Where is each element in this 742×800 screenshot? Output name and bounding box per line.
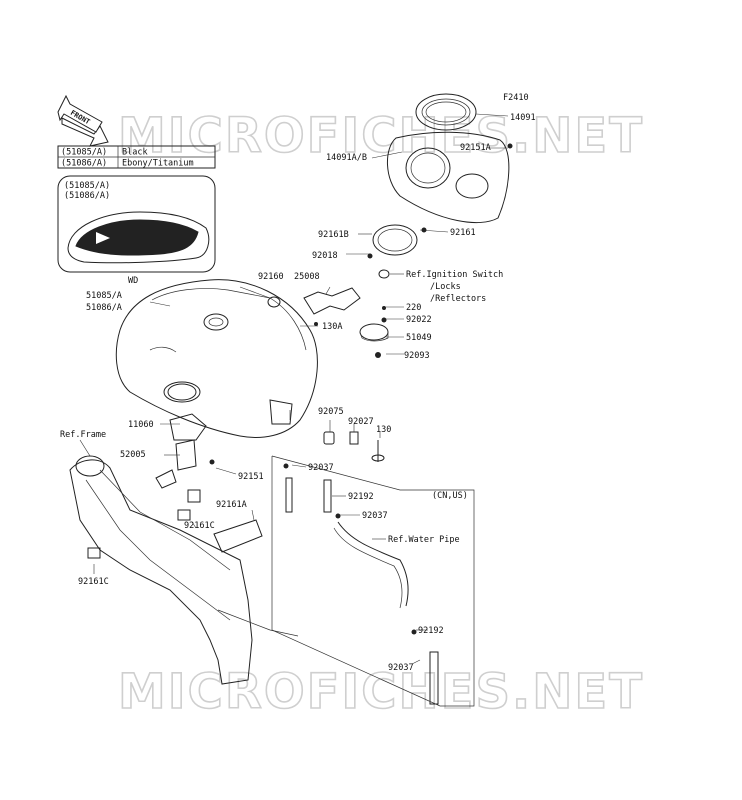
label-11060: 11060	[128, 420, 154, 430]
tank-inset: (51085/A) (51086/A)	[57, 175, 216, 273]
label-92161a: 92161A	[216, 500, 247, 510]
fuel-pump	[155, 383, 207, 489]
part-labels: 14091 14091A/B 92151A 92161B 92161 92018…	[60, 113, 536, 673]
label-ref-ignition-3: /Reflectors	[430, 294, 486, 304]
frame	[69, 455, 299, 685]
meter-ring	[415, 93, 477, 131]
label-92160: 92160	[258, 272, 284, 282]
label-92093: 92093	[404, 351, 430, 361]
label-92151: 92151	[238, 472, 264, 482]
label-92192-upper: 92192	[348, 492, 374, 502]
label-92161b: 92161B	[318, 230, 349, 240]
label-92037-top: 92037	[308, 463, 334, 473]
hardware-dots	[209, 143, 513, 635]
label-92037-bottom: 92037	[388, 663, 414, 673]
label-130a: 130A	[322, 322, 342, 332]
inset-code-2: (51086/A)	[64, 191, 110, 201]
figure-code: F2410	[503, 93, 529, 103]
front-arrow-icon: FRONT	[57, 94, 109, 147]
label-52005: 52005	[120, 450, 146, 460]
color-code-2: (51086/A)	[61, 159, 107, 169]
meter-cover	[386, 131, 510, 224]
color-code-1: (51085/A)	[61, 148, 107, 158]
label-92027: 92027	[348, 417, 374, 427]
tank-cap	[359, 269, 390, 342]
label-51085a: 51085/A	[86, 291, 122, 301]
color-table: (51085/A) Black (51086/A) Ebony/Titanium	[57, 145, 216, 169]
cnus-boundary	[271, 455, 475, 707]
watermark-bottom: MICROFICHES.NET	[118, 664, 644, 720]
label-25008: 25008	[294, 272, 320, 282]
fuel-tank	[115, 279, 318, 438]
grommet	[267, 296, 281, 308]
label-92075: 92075	[318, 407, 344, 417]
label-14091ab: 14091A/B	[326, 153, 367, 163]
meter-seal-ring	[372, 224, 418, 256]
label-51049: 51049	[406, 333, 432, 343]
tank-bracket	[303, 287, 361, 315]
label-14091: 14091	[510, 113, 536, 123]
label-92022: 92022	[406, 315, 432, 325]
watermark-top: MICROFICHES.NET	[118, 108, 644, 164]
label-92161c-lower: 92161C	[78, 577, 109, 587]
label-ref-water-pipe: Ref.Water Pipe	[388, 535, 460, 545]
color-name-1: Black	[122, 148, 148, 158]
label-ref-frame: Ref.Frame	[60, 430, 106, 440]
label-92161c-upper: 92161C	[184, 521, 215, 531]
label-220: 220	[406, 303, 421, 313]
label-51086a: 51086/A	[86, 303, 122, 313]
label-130: 130	[376, 425, 391, 435]
color-name-2: Ebony/Titanium	[122, 159, 194, 169]
label-92161: 92161	[450, 228, 476, 238]
leader-lines	[79, 113, 509, 665]
label-cn-us: (CN,US)	[432, 491, 468, 501]
label-wd: WD	[128, 276, 138, 286]
inset-code-1: (51085/A)	[64, 181, 110, 191]
label-92037-middle: 92037	[362, 511, 388, 521]
label-92018: 92018	[312, 251, 338, 261]
label-92151a: 92151A	[460, 143, 491, 153]
label-ref-ignition-1: Ref.Ignition Switch	[406, 270, 503, 280]
label-92192-lower: 92192	[418, 626, 444, 636]
label-ref-ignition-2: /Locks	[430, 282, 461, 292]
